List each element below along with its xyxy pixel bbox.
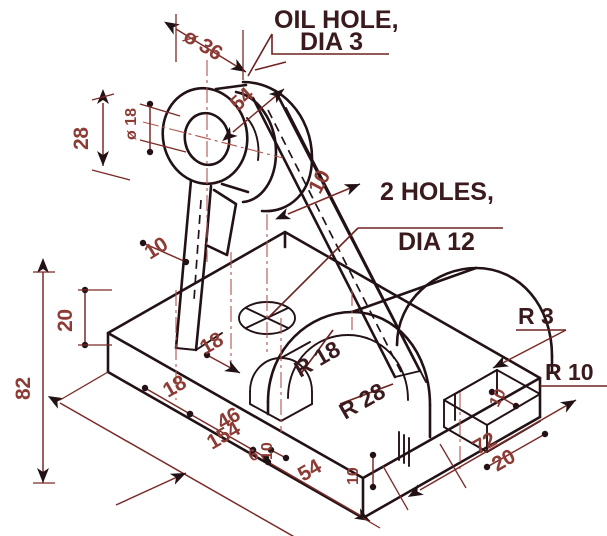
dim46-line [186,410,257,454]
arch-ridge-line [350,266,478,314]
dim18bot-label: 18 [159,371,191,403]
arm-center-hidden [267,109,405,379]
inclined-arm [251,90,427,383]
view-direction-arrow [115,472,187,506]
base-front-bottom-edge [106,370,365,520]
web-right-outer-edge [194,184,213,352]
web-center-hidden [193,199,202,301]
arm-foot-edge [394,370,421,378]
dim18top-line [203,351,241,374]
dim6-line [249,446,270,462]
twoholes-leader [267,227,359,319]
note-two-holes: 2 HOLES, DIA 12 [267,178,503,319]
web-left-outer-edge [174,178,193,350]
dimension-18-top: 18 [196,328,241,374]
dim28-ext-top [91,93,115,101]
dim72-ext-mid [439,443,467,489]
dim82-label: 82 [12,377,35,400]
r3-leader [492,329,567,369]
boss-bottom-tangent [220,182,250,194]
boss-axis-centerline [142,121,284,159]
dimension-r3: R 3 [492,303,567,369]
dimension-10-web: 10 [139,233,190,266]
r28-label: R 28 [335,377,390,424]
view-arrow-line [115,472,187,506]
dim10slot-line [267,446,290,462]
dimension-72: 72 [382,399,577,511]
dia18-label: ø 18 [123,108,140,140]
dimension-82: 82 [12,258,55,484]
dim20base-label: 20 [54,309,77,332]
web-foot-edge [175,347,197,351]
dimension-dia-18: ø 18 [123,100,187,156]
dimension-54-base: 54 [264,455,371,522]
twoholes-label-line2: DIA 12 [398,228,475,256]
dim54boss-line [222,88,285,142]
dimension-r18: R 18 [290,329,345,382]
web-side-face [204,188,238,257]
rib-stripes [398,431,410,467]
dim28-ext-bot [91,169,131,181]
dim154-line [47,396,295,536]
web-foot-diag [195,332,223,351]
dim18top-label: 18 [196,328,228,360]
r18-leader [299,329,334,376]
dia36-dim-line [164,21,247,73]
oilhole-leader-line [247,33,273,77]
tick-154-right [362,517,381,529]
dim10web-label: 10 [140,233,171,265]
dim72-ext-left [382,465,409,511]
oilhole-pointer [254,61,287,71]
oilhole-label-line2: DIA 3 [300,28,363,56]
boss-bore-far-arc [246,117,260,161]
length-extension-ticks [59,371,381,529]
dim72-line [407,399,577,497]
vertical-web-leg [174,178,238,352]
slot-ridge [280,341,311,359]
twoholes-label-line1: 2 HOLES, [380,178,494,206]
arm-left-edge [251,96,397,379]
dim10rib-label: 10 [345,467,362,485]
center-lines-group [142,60,461,470]
boss-top-tangent [214,83,248,91]
dim18bot-line [141,384,194,418]
dia36-label: ø 36 [179,25,226,66]
dimension-10-slot: 10 [259,442,290,462]
tick-154-left [59,371,109,401]
r3-label: R 3 [518,303,554,329]
note-oil-hole: OIL HOLE, DIA 3 [247,6,399,77]
dia18-ext-bot [139,139,187,153]
oilhole-label-line1: OIL HOLE, [274,6,399,34]
r10-label: R 10 [545,359,594,385]
dia18-ext-top [139,103,181,117]
oilhole-leader-underline [271,34,389,55]
dimension-28: 28 [70,89,131,181]
dimension-20-base: 20 [54,286,112,349]
dim10web-line [139,239,190,266]
step-inner-diag [454,369,498,395]
dim54base-line [264,458,371,522]
dimension-dia-36: ø 36 [164,14,247,80]
dim10slot-label: 10 [259,442,276,460]
dim10arm-label: 10 [304,166,335,197]
dim10arm-line [275,183,361,220]
arch-inner-r18 [287,334,409,401]
dim28-label: 28 [70,127,93,150]
dimension-r28: R 28 [335,377,394,424]
r28-leader [339,383,394,405]
dimension-10-rib: 10 [345,451,377,491]
arm-inner-edge [285,107,427,383]
dimension-r10: R 10 [540,359,607,387]
